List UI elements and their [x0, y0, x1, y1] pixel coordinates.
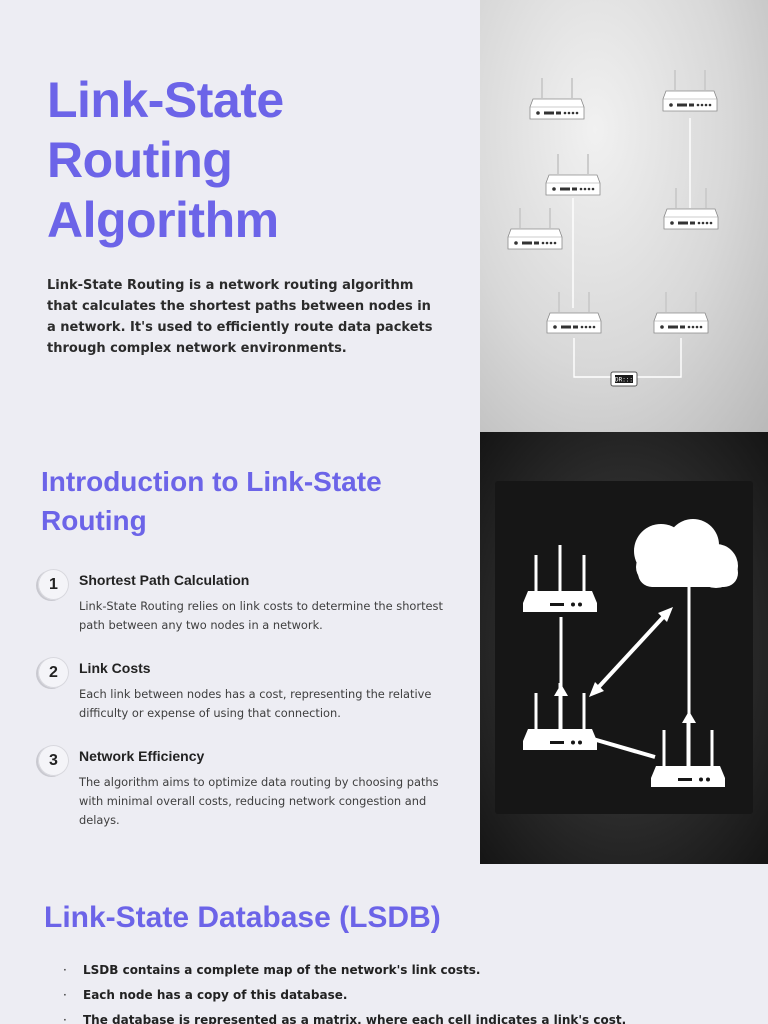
page-title: Link-State Routing Algorithm — [47, 70, 447, 250]
bullet-icon: · — [63, 1013, 67, 1024]
page-title-line-1: Link-State — [47, 72, 284, 128]
step-title: Shortest Path Calculation — [79, 572, 250, 588]
router-icon — [521, 543, 599, 614]
switch-device-label: DR::: — [615, 377, 633, 384]
router-icon — [649, 718, 727, 789]
step-description: Link-State Routing relies on link costs … — [79, 599, 443, 632]
step-number-badge: 1 — [38, 569, 69, 600]
page-title-line-3: Algorithm — [47, 192, 279, 248]
page-title-line-2: Routing — [47, 132, 233, 188]
step-description: Each link between nodes has a cost, repr… — [79, 687, 432, 720]
router-icon — [507, 207, 563, 250]
introduction-section: Introduction to Link-State Routing 1 Sho… — [0, 432, 768, 864]
step-title: Link Costs — [79, 660, 151, 676]
list-item: · Each node has a copy of this database. — [63, 985, 723, 1010]
step-description: The algorithm aims to optimize data rout… — [79, 775, 439, 827]
cloud-icon — [634, 519, 738, 588]
step-number-badge: 2 — [38, 657, 69, 688]
network-topology-image: DR::: — [480, 0, 768, 432]
router-icon — [663, 187, 719, 230]
lsdb-title: Link-State Database (LSDB) — [44, 901, 441, 934]
router-icon — [653, 291, 709, 334]
router-icon — [545, 153, 601, 196]
list-item-text: Each node has a copy of this database. — [83, 988, 348, 1002]
step-title: Network Efficiency — [79, 748, 205, 764]
hero-description: Link-State Routing is a network routing … — [47, 278, 433, 356]
list-item-text: LSDB contains a complete map of the netw… — [83, 963, 481, 977]
lsdb-section: Link-State Database (LSDB) · LSDB contai… — [0, 864, 768, 1024]
router-icon — [521, 681, 599, 752]
bullet-icon: · — [63, 988, 67, 1002]
router-icon — [546, 291, 602, 334]
hero-text-column: Link-State Routing Algorithm Link-State … — [0, 0, 480, 432]
switch-device-icon: DR::: — [610, 371, 638, 387]
routing-diagram-image — [480, 432, 768, 864]
routing-diagram-panel — [495, 481, 753, 814]
lsdb-bullet-list: · LSDB contains a complete map of the ne… — [63, 960, 723, 1024]
bullet-icon: · — [63, 963, 67, 977]
step-number-badge: 3 — [38, 745, 69, 776]
hero-section: Link-State Routing Algorithm Link-State … — [0, 0, 768, 432]
router-icon — [662, 69, 718, 112]
introduction-title: Introduction to Link-State Routing — [41, 466, 382, 536]
router-icon — [529, 77, 585, 120]
list-item: · The database is represented as a matri… — [63, 1010, 723, 1024]
list-item-text: The database is represented as a matrix,… — [83, 1013, 627, 1024]
list-item: · LSDB contains a complete map of the ne… — [63, 960, 723, 985]
